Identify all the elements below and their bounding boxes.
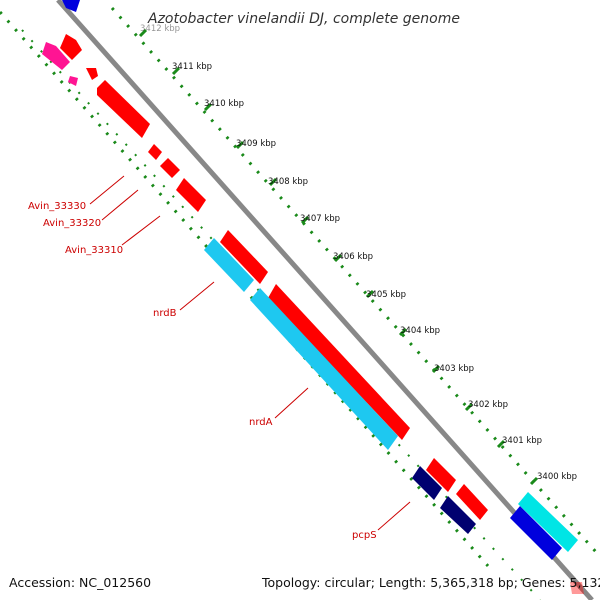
gene-blue-bottom[interactable] [510,506,562,560]
gene-nrda-red[interactable] [268,284,410,440]
gene-red-bottom-fragment[interactable] [570,582,584,594]
gene-nrda-cyan[interactable] [250,288,398,450]
map-title: Azotobacter vinelandii DJ, complete geno… [147,11,460,27]
gene-red-pcps-2[interactable] [456,484,488,520]
gene-red-small[interactable] [60,34,82,60]
gene-red-arrowhead[interactable] [86,68,98,80]
gene-navy-1[interactable] [412,466,442,500]
tick-label: 3405 kbp [366,290,406,300]
tick-label: 3402 kbp [468,400,508,410]
gene-magenta-small[interactable] [68,76,78,86]
tick-label: 3401 kbp [502,436,542,446]
tick-marks [138,28,539,486]
tick-mark [300,215,310,225]
tick-mark [138,28,148,38]
gene-nrdb-cyan[interactable] [204,238,254,292]
gene-avin-33320[interactable] [160,158,180,178]
tick-label: 3412 kbp [140,24,180,34]
tick-mark [171,66,181,76]
tick-mark [365,289,375,299]
gene-labels: Avin_33330 Avin_33320 Avin_33310 nrdB nr… [28,201,377,541]
tick-labels: 3412 kbp 3411 kbp 3410 kbp 3409 kbp 3408… [140,24,577,482]
gene-avin-33330[interactable] [148,144,162,160]
tick-mark [333,253,343,263]
tick-label: 3400 kbp [537,472,577,482]
gene-red-pcps-1[interactable] [426,458,456,492]
tick-mark [464,402,474,412]
tick-label: 3403 kbp [434,364,474,374]
tick-label: 3408 kbp [268,177,308,187]
gene-avin-33310[interactable] [176,178,206,212]
gene-label-avin-33330[interactable]: Avin_33330 [28,201,86,212]
gc-track-outer [110,7,598,553]
gene-label-nrda[interactable]: nrdA [249,417,273,428]
label-leaders [89,175,411,531]
tick-mark [529,476,539,486]
genome-backbone [56,0,594,600]
gene-label-avin-33320[interactable]: Avin_33320 [43,218,101,229]
tick-label: 3406 kbp [333,252,373,262]
gene-label-pcps[interactable]: pcpS [352,530,377,541]
tick-label: 3404 kbp [400,326,440,336]
tick-label: 3409 kbp [236,139,276,149]
gene-label-avin-33310[interactable]: Avin_33310 [65,245,123,256]
gene-blue-top[interactable] [62,0,80,12]
tick-mark [431,364,441,374]
tick-mark [398,327,408,337]
topology-text: Topology: circular; Length: 5,365,318 bp… [261,575,600,590]
gene-red-large[interactable] [97,80,150,138]
tick-label: 3407 kbp [300,214,340,224]
tick-label: 3410 kbp [204,99,244,109]
tick-mark [268,177,278,187]
gene-navy-2[interactable] [440,496,476,534]
tick-mark [203,102,213,112]
tick-mark [496,439,506,449]
gene-features [42,0,584,594]
gene-light-cyan[interactable] [518,492,578,552]
accession-text: Accession: NC_012560 [9,575,151,590]
gene-nrdb-red[interactable] [220,230,268,284]
gene-label-nrdb[interactable]: nrdB [153,308,177,319]
tick-mark [235,140,245,150]
gene-magenta[interactable] [42,42,70,70]
tick-label: 3411 kbp [172,62,212,72]
